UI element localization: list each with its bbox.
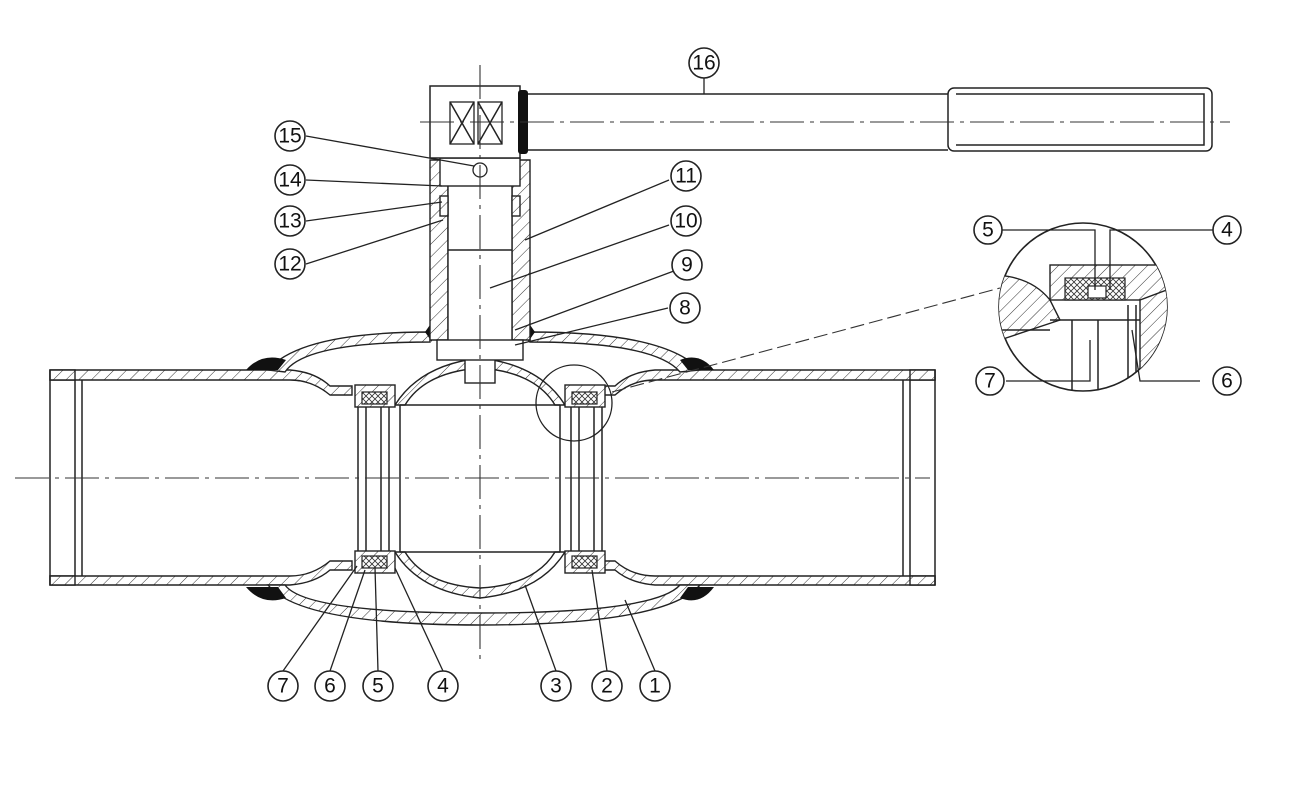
detail-callout-6-label: 6 [1221,370,1233,393]
callout-12-label: 12 [278,253,301,276]
callout-16-label: 16 [692,52,715,75]
callout-6-label: 6 [324,675,336,698]
callout-3: 3 [540,670,572,702]
callout-11-label: 11 [675,165,697,188]
callout-4: 4 [427,670,459,702]
seat-assemblies [354,384,606,574]
callout-7-label: 7 [277,675,289,698]
callout-9-label: 9 [681,254,693,277]
detail-callout-5: 5 [973,215,1003,245]
callouts: 1 2 3 4 5 6 7 8 9 10 11 12 13 14 15 16 5… [267,47,1242,702]
callout-5-label: 5 [372,675,384,698]
callout-10-label: 10 [674,210,697,233]
leader-lines [282,78,1213,672]
callout-11: 11 [670,160,702,192]
callout-8-label: 8 [679,297,691,320]
detail-callout-4-label: 4 [1221,219,1233,242]
callout-5: 5 [362,670,394,702]
center-lines [15,65,1230,660]
callout-4-label: 4 [437,675,449,698]
callout-15-label: 15 [278,125,301,148]
callout-8: 8 [669,292,701,324]
callout-2-label: 2 [601,675,613,698]
callout-13: 13 [274,205,306,237]
callout-6: 6 [314,670,346,702]
callout-13-label: 13 [278,210,301,233]
detail-view [535,222,1168,442]
callout-12: 12 [274,248,306,280]
callout-3-label: 3 [550,675,562,698]
callout-14-label: 14 [278,169,302,192]
callout-15: 15 [274,120,306,152]
callout-7: 7 [267,670,299,702]
detail-callout-7: 7 [975,366,1005,396]
detail-callout-7-label: 7 [984,370,996,393]
callout-1: 1 [639,670,671,702]
callout-10: 10 [670,205,702,237]
callout-1-label: 1 [649,675,661,698]
callout-14: 14 [274,164,306,196]
callout-9: 9 [671,249,703,281]
detail-callout-4: 4 [1212,215,1242,245]
callout-16: 16 [688,47,720,79]
detail-callout-5-label: 5 [982,219,994,242]
callout-2: 2 [591,670,623,702]
detail-callout-6: 6 [1212,366,1242,396]
